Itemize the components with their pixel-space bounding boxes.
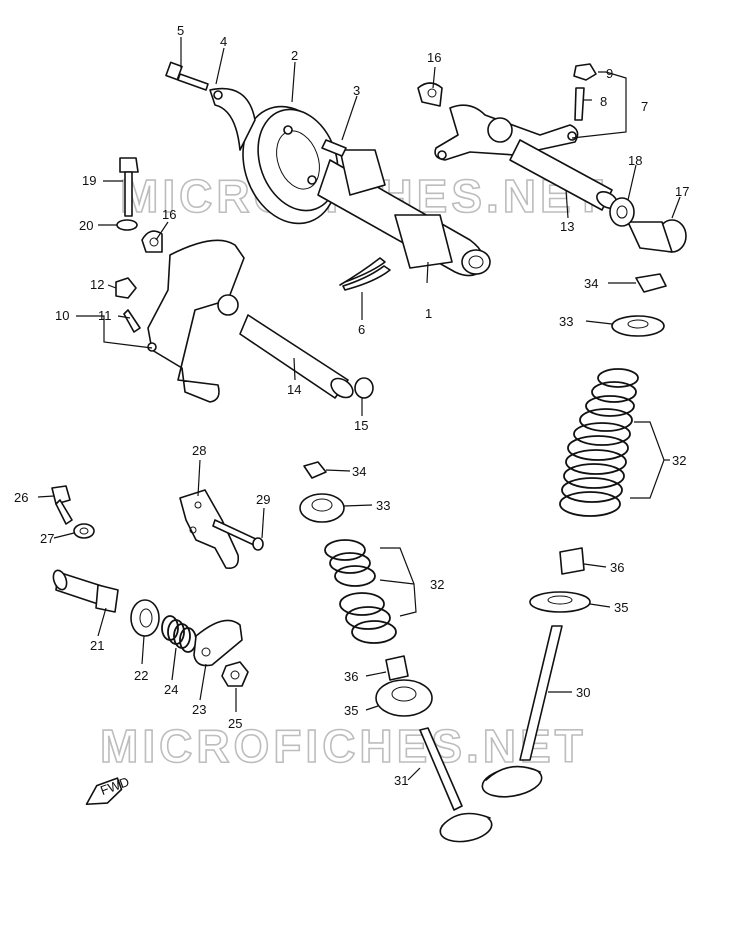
- bolt-19-part: [119, 157, 139, 217]
- callout-1: 1: [425, 306, 432, 321]
- callout-28: 28: [192, 443, 206, 458]
- callout-36-right: 36: [610, 560, 624, 575]
- rocker-arm-right-part: [434, 104, 579, 161]
- nut-9-part: [573, 63, 597, 81]
- lever-23-part: [193, 619, 243, 667]
- callout-36-middle: 36: [344, 669, 358, 684]
- clip-6-part: [339, 257, 391, 291]
- callout-10: 10: [55, 308, 69, 323]
- callout-2: 2: [291, 48, 298, 63]
- callout-20: 20: [79, 218, 93, 233]
- seal-36-right-part: [559, 547, 585, 575]
- decomp-shaft-21-part: [52, 569, 119, 613]
- valve-spring-32-right-part: [559, 368, 639, 517]
- callout-27: 27: [40, 531, 54, 546]
- callout-11: 11: [98, 308, 112, 323]
- callout-30: 30: [576, 685, 590, 700]
- callout-25: 25: [228, 716, 242, 731]
- oil-seal-22-part: [130, 599, 160, 637]
- rocker-arm-left-part: [147, 239, 245, 403]
- callout-3: 3: [353, 83, 360, 98]
- callout-16-left: 16: [162, 207, 176, 222]
- adjust-screw-8-part: [574, 87, 585, 121]
- valve-31-part: [419, 727, 493, 843]
- callout-9: 9: [606, 66, 613, 81]
- callout-33-right: 33: [559, 314, 573, 329]
- seal-36-middle-part: [385, 655, 409, 681]
- callout-12: 12: [90, 277, 104, 292]
- callout-33-middle: 33: [376, 498, 390, 513]
- callout-34-right: 34: [584, 276, 598, 291]
- callout-35-middle: 35: [344, 703, 358, 718]
- seat-35-middle-part: [375, 679, 433, 717]
- valve-30-part: [481, 625, 563, 798]
- retainer-33-right-part: [611, 315, 665, 337]
- shaft-cap-16-left-part: [141, 230, 163, 253]
- cam-pin-3-part: [321, 139, 347, 157]
- callout-31: 31: [394, 773, 408, 788]
- callout-6: 6: [358, 322, 365, 337]
- callout-19: 19: [82, 173, 96, 188]
- leader-lines: [37, 37, 681, 781]
- callout-labels: 1 2 3 4 5 6 7 8 9 10 11 12 13 14 15 16 1…: [14, 23, 689, 788]
- callout-8: 8: [600, 94, 607, 109]
- nut-25-part: [221, 661, 249, 687]
- callout-29: 29: [256, 492, 270, 507]
- bolt-26-part: [51, 485, 73, 525]
- retainer-33-middle-part: [299, 493, 345, 523]
- callout-32-middle: 32: [430, 577, 444, 592]
- decomp-bracket-28-part: [179, 489, 240, 570]
- callout-26: 26: [14, 490, 28, 505]
- bolt-5-part: [165, 61, 209, 91]
- cotter-34-right-part: [635, 273, 667, 293]
- gear-plate-part: [209, 87, 256, 151]
- plug-17-part: [627, 219, 687, 253]
- callout-18: 18: [628, 153, 642, 168]
- seat-35-right-part: [529, 591, 591, 613]
- callout-35-right: 35: [614, 600, 628, 615]
- callout-13: 13: [560, 219, 574, 234]
- o-ring-15-part: [354, 377, 374, 399]
- valve-spring-32-middle-part: [324, 539, 397, 644]
- camshaft-part: [317, 149, 491, 277]
- adjust-screw-11-part: [123, 309, 141, 333]
- callout-16-right: 16: [427, 50, 441, 65]
- callout-4: 4: [220, 34, 227, 49]
- washer-18-part: [609, 197, 635, 227]
- callout-32-right: 32: [672, 453, 686, 468]
- washer-27-part: [73, 523, 95, 539]
- washer-20-part: [116, 219, 138, 231]
- cotter-34-middle-part: [303, 461, 327, 479]
- callout-23: 23: [192, 702, 206, 717]
- callout-21: 21: [90, 638, 104, 653]
- callout-17: 17: [675, 184, 689, 199]
- watermark-bottom: MICROFICHES.NET: [100, 720, 587, 772]
- shaft-cap-16-right-part: [417, 82, 443, 107]
- callout-15: 15: [354, 418, 368, 433]
- screw-29-part: [212, 519, 264, 551]
- callout-5: 5: [177, 23, 184, 38]
- callout-24: 24: [164, 682, 178, 697]
- nut-12-part: [115, 277, 137, 299]
- callout-14: 14: [287, 382, 301, 397]
- callout-22: 22: [134, 668, 148, 683]
- callout-34-middle: 34: [352, 464, 366, 479]
- fwd-arrow-icon: FWD: [85, 774, 131, 806]
- rocker-shaft-14-part: [239, 314, 354, 399]
- spring-24-part: [161, 615, 197, 653]
- callout-7: 7: [641, 99, 648, 114]
